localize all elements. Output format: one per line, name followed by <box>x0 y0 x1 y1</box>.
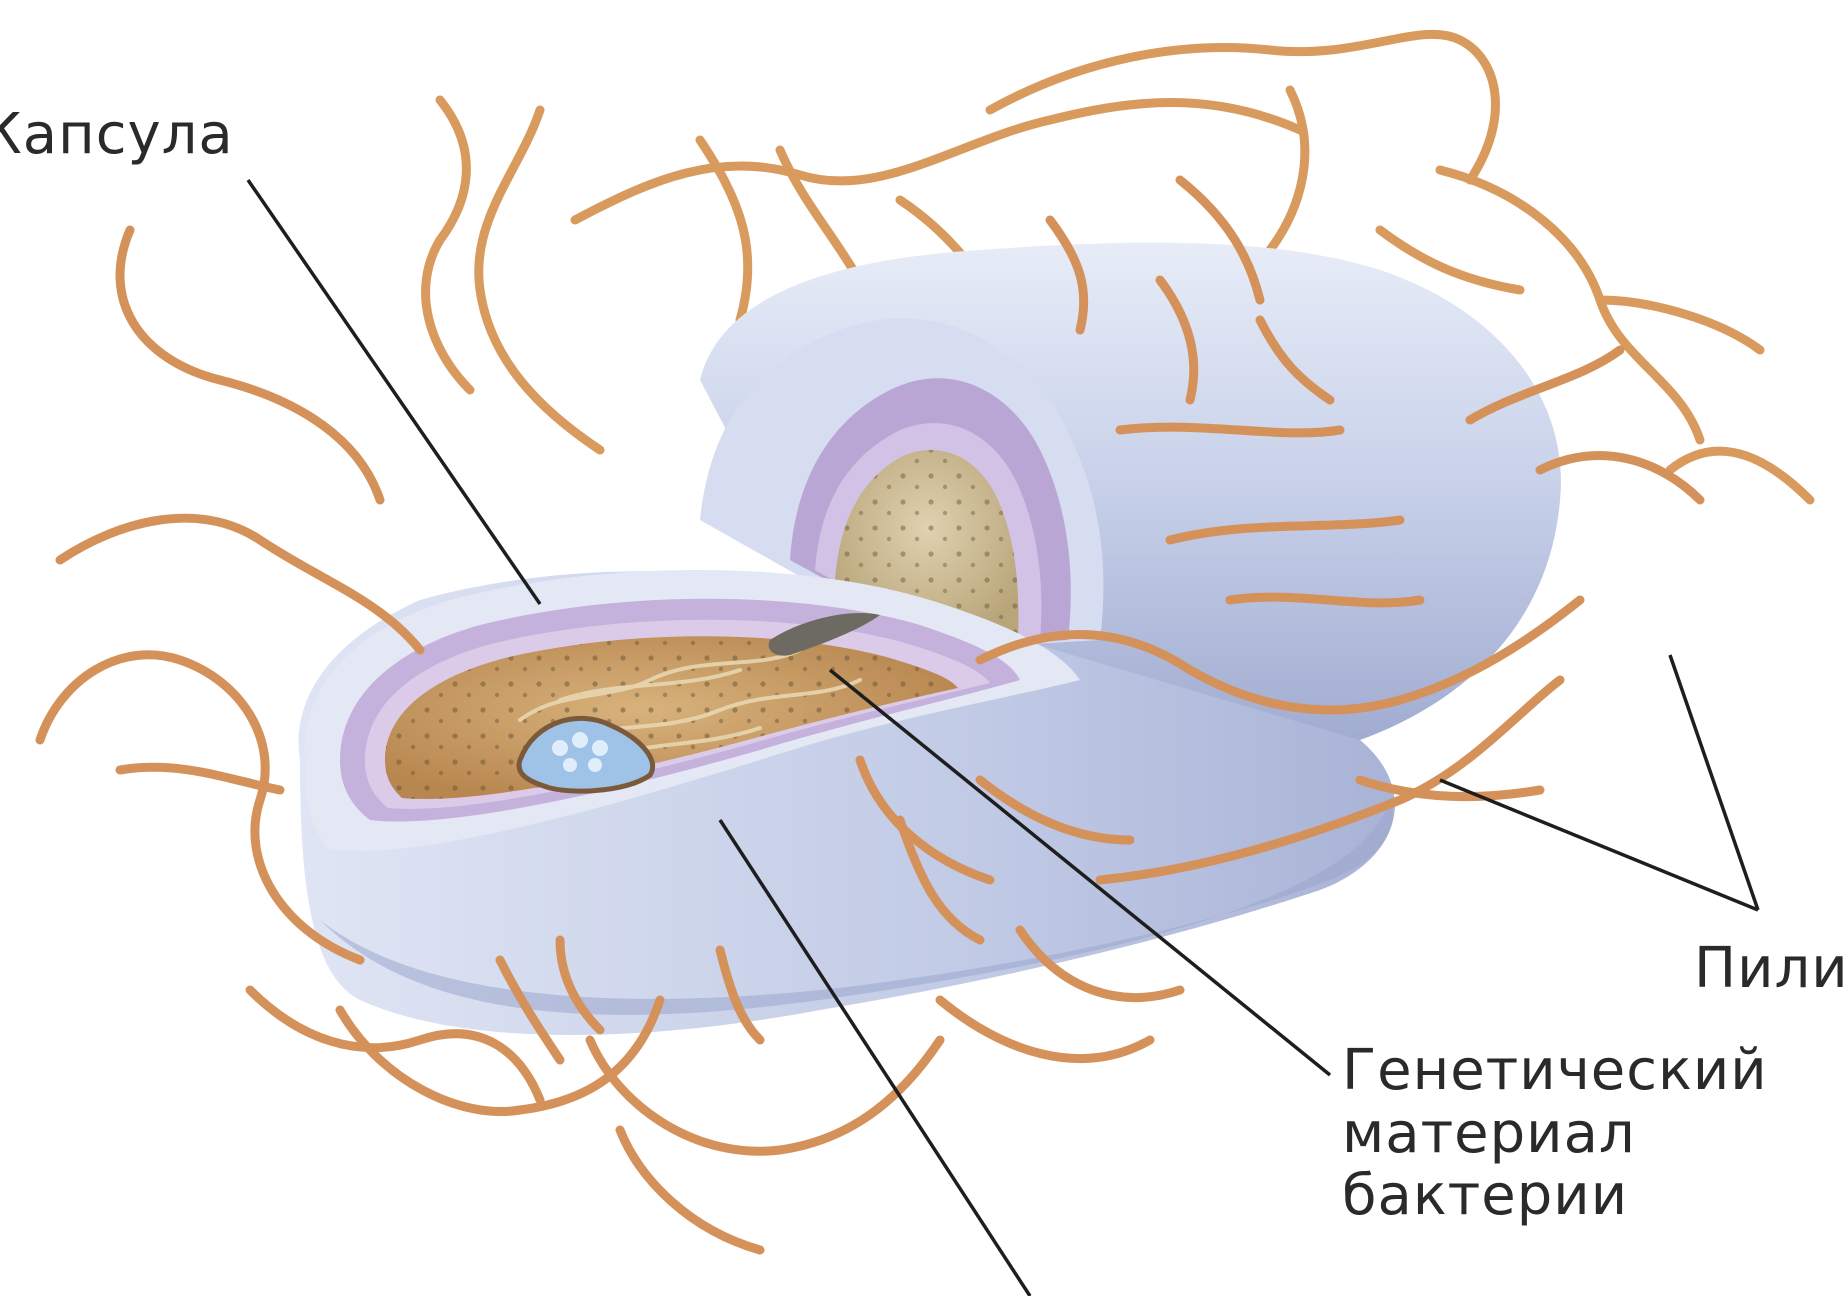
pilus <box>575 103 1300 221</box>
genetic-material-label: Генетический материал бактерии <box>1342 1040 1768 1228</box>
pilus <box>120 767 280 790</box>
pilus <box>479 110 600 450</box>
genetic-material-label-line: Генетический <box>1342 1040 1768 1103</box>
pilus <box>940 1000 1150 1059</box>
bacterium-cell <box>299 243 1561 1035</box>
pili-leader-line-2 <box>1670 655 1758 910</box>
pili-label: Пили <box>1694 938 1845 1001</box>
pilus <box>120 230 380 500</box>
pilus <box>1270 90 1305 250</box>
pilus <box>60 518 420 650</box>
pili-leader-line-1 <box>1440 780 1758 910</box>
genetic-material-label-line: материал <box>1342 1103 1768 1166</box>
capsule-label: Капсула <box>0 104 234 167</box>
pilus <box>590 1040 940 1151</box>
pilus <box>426 100 470 390</box>
capsule-leader-line <box>248 180 540 604</box>
genetic-material-label-line: бактерии <box>1342 1165 1768 1228</box>
